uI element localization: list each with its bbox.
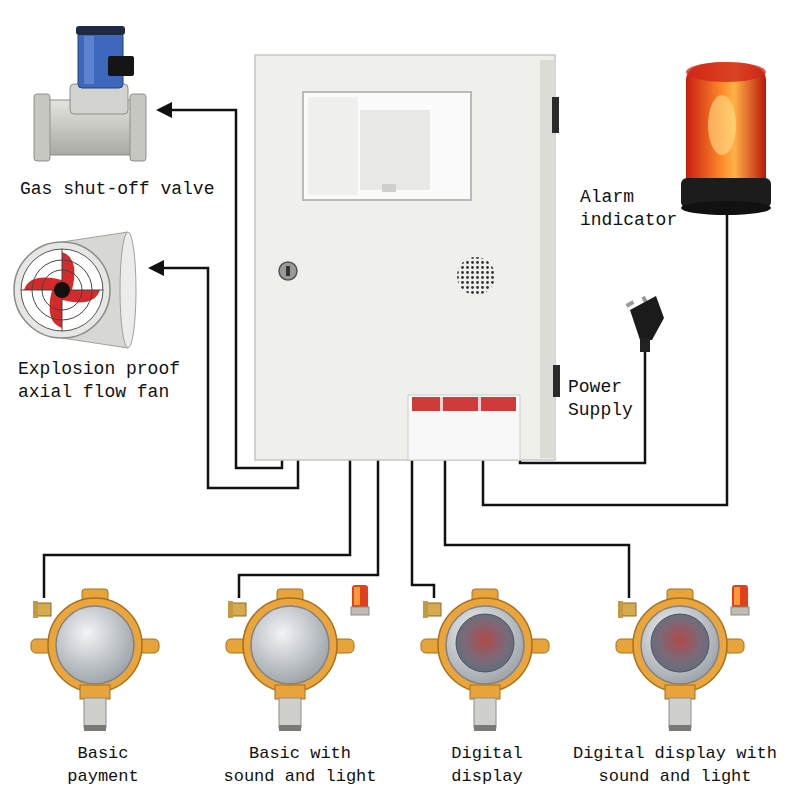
wire [44,460,350,598]
controller-cabinet [255,55,560,460]
device-node: Basic payment [53,742,153,788]
detector-illustration [616,585,749,731]
detector-illustration [616,589,744,731]
device-caption: Explosion proof axial flow fan [18,358,198,404]
controller-cabinet [303,92,471,200]
fan-illustration [14,242,110,338]
controller-cabinet [279,262,297,280]
controller-cabinet [552,97,559,133]
valve-illustration [34,94,50,161]
detector-illustration [226,589,354,731]
detector-illustration [421,589,549,731]
fan-illustration [54,282,70,298]
valve-illustration [130,94,146,161]
device-node: Digital display with sound and light [565,742,785,788]
device-caption: Digital display with sound and light [565,742,785,788]
device-caption: Gas shut-off valve [20,178,232,201]
fan-illustration [120,232,136,348]
device-node: Alarm indicator [580,186,682,232]
plug-illustration [626,296,664,352]
device-caption: Basic with sound and light [221,742,379,788]
controller-cabinet [286,266,290,276]
device-caption: Alarm indicator [580,186,682,232]
plug-illustration [640,338,650,352]
beacon-illustration [681,201,771,215]
controller-cabinet [360,110,430,190]
controller-cabinet [412,397,516,411]
valve-illustration [84,36,94,84]
controller-cabinet [408,395,520,460]
arrow-head [156,102,172,118]
plug-illustration [630,296,664,340]
detector-illustration [421,589,549,731]
detector-illustration [456,614,514,672]
detector-illustration [731,585,749,615]
beacon-illustration [681,62,771,215]
detector-illustration [651,614,709,672]
device-node: Digital display [437,742,537,788]
device-node: Explosion proof axial flow fan [18,358,198,404]
valve-illustration [76,26,125,35]
device-node: Power Supply [568,376,643,422]
controller-cabinet [255,55,555,460]
device-node: Gas shut-off valve [20,178,232,201]
fan-illustration [21,249,103,331]
beacon-illustration [686,62,766,180]
arrow-head [148,260,164,276]
detector-illustration [31,589,159,731]
detector-illustration [226,585,369,731]
controller-cabinet [382,184,396,192]
device-caption: Digital display [437,742,537,788]
valve-illustration [34,26,146,161]
controller-cabinet [457,257,495,295]
device-node: Basic with sound and light [221,742,379,788]
beacon-illustration [686,62,766,82]
beacon-illustration [708,95,736,155]
wire [412,460,434,598]
controller-cabinet [553,365,560,397]
detector-illustration [31,589,159,731]
controller-cabinet [478,397,481,411]
wire [239,460,378,598]
wire [445,460,629,598]
fan-illustration [14,232,136,348]
device-caption: Basic payment [53,742,153,788]
controller-cabinet [440,397,443,411]
detector-illustration [351,585,369,615]
valve-illustration [108,56,134,76]
controller-cabinet [308,97,358,195]
plug-illustration [626,300,635,307]
device-caption: Power Supply [568,376,643,422]
